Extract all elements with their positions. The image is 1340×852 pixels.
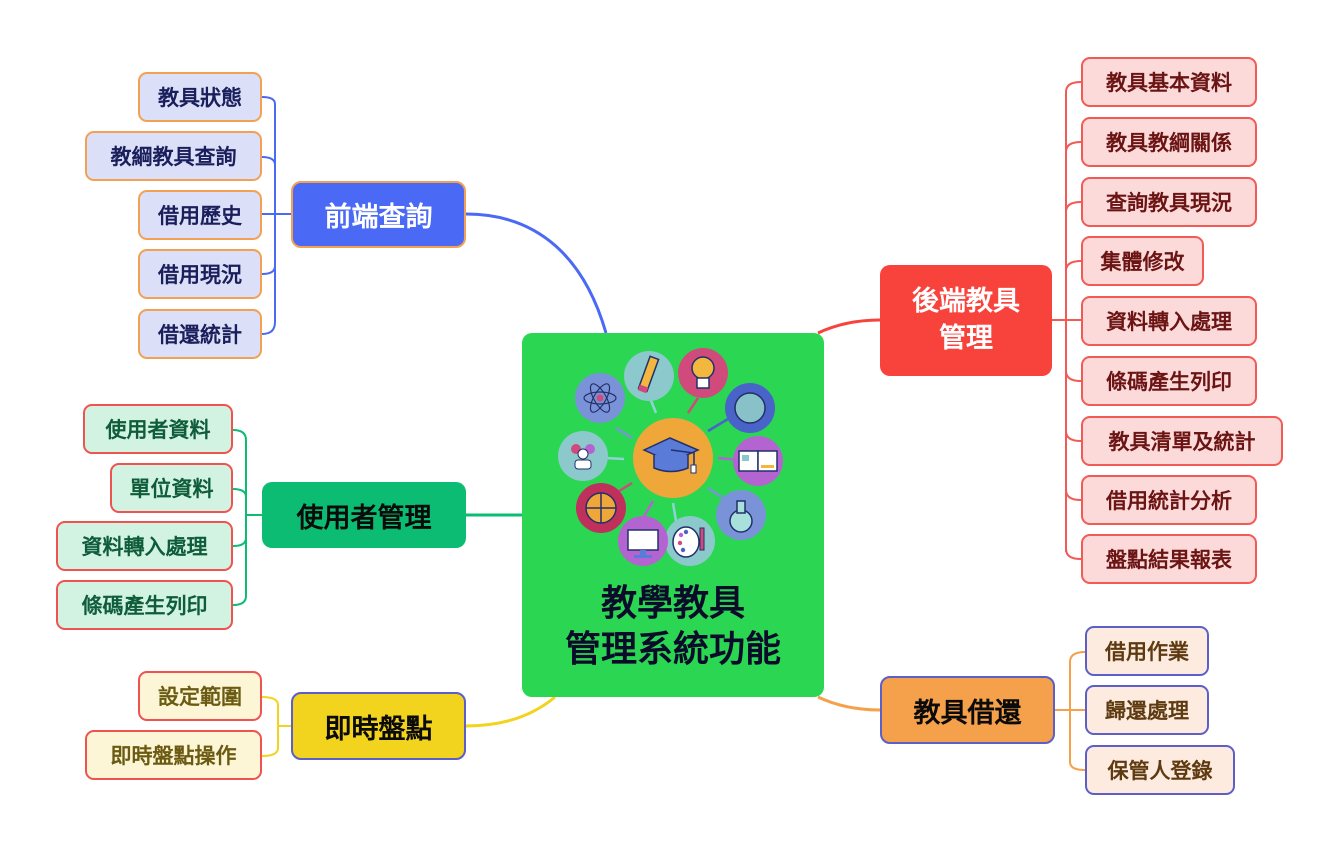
inventory-child-connectors (261, 696, 291, 757)
branch-borrow-return[interactable]: 教具借還 (880, 676, 1055, 744)
branch-user-management[interactable]: 使用者管理 (262, 482, 466, 548)
leaf-front-query-2[interactable]: 教綱教具查詢 (85, 131, 262, 181)
leaf-user-mgmt-4[interactable]: 條碼產生列印 (56, 580, 233, 630)
leaf-label: 條碼產生列印 (81, 594, 208, 618)
leaf-label: 使用者資料 (105, 418, 211, 442)
leaf-backend-3[interactable]: 查詢教具現況 (1081, 177, 1257, 227)
branch-front-query[interactable]: 前端查詢 (291, 181, 466, 248)
leaf-user-mgmt-3[interactable]: 資料轉入處理 (56, 521, 233, 571)
root-title: 教學教具 管理系統功能 (522, 581, 824, 673)
leaf-backend-8[interactable]: 借用統計分析 (1081, 475, 1257, 525)
globe-icon (725, 383, 775, 433)
leaf-user-mgmt-2[interactable]: 單位資料 (110, 463, 233, 513)
leaf-backend-5[interactable]: 資料轉入處理 (1081, 296, 1257, 346)
graduation-cap-icon (633, 418, 713, 498)
education-illustration (558, 348, 783, 566)
leaf-backend-6[interactable]: 條碼產生列印 (1081, 356, 1257, 406)
root-title-line1: 教學教具 (600, 583, 745, 624)
leaf-user-mgmt-1[interactable]: 使用者資料 (83, 404, 233, 454)
leaf-front-query-5[interactable]: 借還統計 (138, 309, 262, 359)
palette-icon (665, 516, 715, 566)
leaf-label: 即時盤點操作 (110, 744, 237, 768)
backend-child-connectors (1052, 81, 1082, 560)
root-title-line2: 管理系統功能 (564, 629, 781, 670)
leaf-label: 盤點結果報表 (1106, 548, 1232, 572)
leaf-label: 教具基本資料 (1106, 71, 1232, 95)
leaf-inventory-1[interactable]: 設定範圍 (138, 671, 262, 721)
users-icon (558, 431, 608, 481)
lightbulb-icon (678, 348, 728, 398)
leaf-label: 資料轉入處理 (81, 535, 208, 559)
leaf-label: 歸還處理 (1105, 699, 1189, 723)
branch-instant-inventory-label: 即時盤點 (324, 713, 433, 745)
connector-root-front (465, 212, 608, 334)
leaf-label: 資料轉入處理 (1106, 310, 1232, 334)
connector-root-borrow (817, 695, 881, 712)
branch-backend-management[interactable]: 後端教具 管理 (880, 265, 1052, 376)
leaf-label: 借用統計分析 (1106, 489, 1232, 513)
flask-icon (716, 490, 766, 540)
root-node[interactable]: 教學教具 管理系統功能 (522, 333, 824, 697)
pencil-icon (624, 351, 674, 401)
leaf-front-query-4[interactable]: 借用現況 (138, 249, 262, 299)
leaf-inventory-2[interactable]: 即時盤點操作 (85, 730, 262, 780)
monitor-icon (618, 516, 668, 566)
leaf-label: 借用歷史 (158, 204, 242, 228)
leaf-label: 集體修改 (1100, 250, 1185, 274)
leaf-borrow-1[interactable]: 借用作業 (1085, 626, 1209, 676)
leaf-label: 借用現況 (158, 263, 242, 287)
leaf-label: 條碼產生列印 (1106, 370, 1232, 394)
user-mgmt-child-connectors (232, 429, 262, 606)
basketball-icon (576, 483, 626, 533)
leaf-label: 單位資料 (129, 477, 214, 501)
leaf-label: 教具教綱關係 (1106, 131, 1232, 155)
leaf-label: 查詢教具現況 (1106, 191, 1232, 215)
leaf-backend-1[interactable]: 教具基本資料 (1081, 57, 1257, 107)
atom-icon (575, 373, 625, 423)
leaf-label: 保管人登錄 (1107, 759, 1213, 783)
leaf-label: 教具狀態 (158, 86, 242, 110)
leaf-borrow-2[interactable]: 歸還處理 (1085, 685, 1209, 735)
branch-backend-label-line2: 管理 (939, 322, 993, 354)
branch-borrow-return-label: 教具借還 (913, 697, 1022, 729)
leaf-label: 設定範圍 (158, 685, 242, 709)
leaf-backend-7[interactable]: 教具清單及統計 (1081, 416, 1283, 466)
branch-front-query-label: 前端查詢 (324, 202, 433, 233)
connector-root-backend (817, 318, 881, 335)
leaf-backend-4[interactable]: 集體修改 (1081, 236, 1204, 286)
leaf-borrow-3[interactable]: 保管人登錄 (1085, 745, 1235, 795)
leaf-front-query-3[interactable]: 借用歷史 (138, 190, 262, 240)
branch-backend-label-line1: 後端教具 (912, 286, 1020, 318)
leaf-backend-9[interactable]: 盤點結果報表 (1081, 534, 1257, 584)
leaf-backend-2[interactable]: 教具教綱關係 (1081, 117, 1257, 167)
branch-user-management-label: 使用者管理 (296, 502, 432, 534)
book-icon (733, 436, 783, 486)
leaf-label: 教具清單及統計 (1108, 430, 1256, 454)
leaf-label: 借還統計 (158, 323, 242, 347)
branch-instant-inventory[interactable]: 即時盤點 (291, 692, 466, 760)
leaf-front-query-1[interactable]: 教具狀態 (138, 72, 262, 122)
leaf-label: 教綱教具查詢 (110, 145, 237, 169)
connector-root-inventory (465, 695, 556, 728)
borrow-child-connectors (1055, 651, 1086, 771)
front-query-child-connectors (261, 96, 291, 335)
leaf-label: 借用作業 (1105, 640, 1189, 664)
